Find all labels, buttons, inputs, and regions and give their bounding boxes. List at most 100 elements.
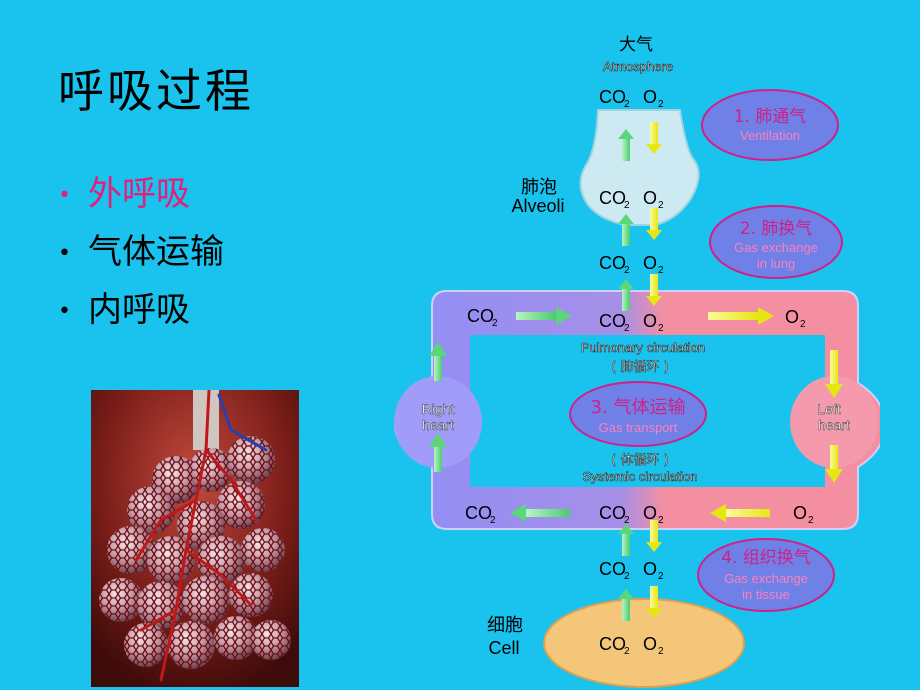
subscript: 2 <box>624 99 630 110</box>
alveoli-en-label: Alveoli <box>511 196 564 216</box>
step2-en-label-2: in lung <box>757 256 795 271</box>
o2-text: O <box>643 559 657 579</box>
o2-text: O <box>643 87 657 107</box>
co2-text: CO <box>467 306 494 326</box>
bullet-dot: • <box>58 240 71 266</box>
blood-vessels <box>134 390 268 682</box>
subscript: 2 <box>624 323 630 334</box>
bullet-label: 气体运输 <box>88 232 224 272</box>
bullet-item-gas-transport: • 气体运输 <box>58 223 224 281</box>
bullet-label: 内呼吸 <box>88 290 190 330</box>
step3-cn-label: 3. 气体运输 <box>591 397 686 418</box>
subscript: 2 <box>624 646 630 657</box>
bullet-dot: • <box>58 182 71 208</box>
subscript: 2 <box>490 515 496 526</box>
o2-text: O <box>643 253 657 273</box>
left-heart-label-1: Left <box>817 401 840 417</box>
subscript: 2 <box>492 318 498 329</box>
subscript: 2 <box>658 323 664 334</box>
step4-en-label-2: in tissue <box>742 587 790 602</box>
subscript: 2 <box>658 515 664 526</box>
yellow-down-arrow-icon <box>825 350 843 398</box>
step4-en-label-1: Gas exchange <box>724 571 808 586</box>
step4-ellipse <box>697 538 835 612</box>
co2-systemic-left: CO2 <box>465 503 496 526</box>
atmosphere-en-label: Atmosphere <box>603 59 673 74</box>
systemic-circulation-en: Systemic circulation <box>583 469 698 484</box>
yellow-left-arrow-icon <box>710 504 770 522</box>
bullet-dot: • <box>58 298 71 324</box>
alveoli-illustration <box>91 390 299 687</box>
right-heart-label-1: Right <box>422 401 455 417</box>
yellow-down-arrow-icon <box>825 445 843 483</box>
co2-text: CO <box>599 87 626 107</box>
subscript: 2 <box>800 319 806 330</box>
step2-ellipse <box>709 205 843 279</box>
subscript: 2 <box>658 200 664 211</box>
co2-pulmonary-left: CO2 <box>467 306 498 329</box>
step3-ellipse <box>569 381 707 447</box>
co2-text: CO <box>599 311 626 331</box>
pulmonary-circulation-en: Pulmonary circulation <box>581 340 705 355</box>
step2-en-label-1: Gas exchange <box>734 240 818 255</box>
o2-text: O <box>643 634 657 654</box>
page-title: 呼吸过程 <box>58 64 254 118</box>
bullet-list: • 外呼吸 • 气体运输 • 内呼吸 <box>58 165 224 339</box>
yellow-right-arrow-icon <box>708 307 774 325</box>
green-up-arrow-icon <box>429 433 447 472</box>
left-heart-blob <box>790 376 878 468</box>
co2-text: CO <box>599 188 626 208</box>
cell-en-label: Cell <box>488 638 519 658</box>
right-heart-label-2: heart <box>422 417 454 433</box>
right-heart-blob <box>394 376 482 468</box>
o2-text: O <box>793 503 807 523</box>
step1-en-label: Ventilation <box>740 128 800 143</box>
subscript: 2 <box>658 571 664 582</box>
co2-text: CO <box>599 503 626 523</box>
subscript: 2 <box>624 200 630 211</box>
bullet-item-external-respiration: • 外呼吸 <box>58 165 224 223</box>
bullet-item-internal-respiration: • 内呼吸 <box>58 281 224 339</box>
bullet-label: 外呼吸 <box>88 174 190 214</box>
co2-text: CO <box>465 503 492 523</box>
green-right-arrow-icon <box>516 307 572 325</box>
subscript: 2 <box>624 515 630 526</box>
atmosphere-cn-label: 大气 <box>619 35 653 55</box>
co2-text: CO <box>599 634 626 654</box>
subscript: 2 <box>808 515 814 526</box>
co2-text: CO <box>599 253 626 273</box>
step3-en-label: Gas transport <box>599 420 678 435</box>
co2-text: CO <box>599 559 626 579</box>
cell-ellipse <box>543 598 745 688</box>
o2-text: O <box>643 311 657 331</box>
systemic-circulation-cn: ( 体循环 ) <box>611 453 668 468</box>
step2-cn-label: 2. 肺换气 <box>740 219 813 239</box>
green-up-arrow-icon <box>429 342 447 381</box>
step1-cn-label: 1. 肺通气 <box>734 107 807 127</box>
green-left-arrow-icon <box>510 504 570 522</box>
subscript: 2 <box>658 265 664 276</box>
cell-cn-label: 细胞 <box>487 615 523 636</box>
o2-text: O <box>785 307 799 327</box>
o2-text: O <box>643 188 657 208</box>
left-heart-label-2: heart <box>818 417 850 433</box>
subscript: 2 <box>658 99 664 110</box>
pulmonary-circulation-cn: ( 肺循环 ) <box>611 360 668 375</box>
step1-ellipse <box>701 89 839 161</box>
alveoli-cn-label: 肺泡 <box>521 177 557 198</box>
step4-cn-label: 4. 组织换气 <box>721 548 811 568</box>
subscript: 2 <box>624 571 630 582</box>
subscript: 2 <box>624 265 630 276</box>
subscript: 2 <box>658 646 664 657</box>
o2-text: O <box>643 503 657 523</box>
